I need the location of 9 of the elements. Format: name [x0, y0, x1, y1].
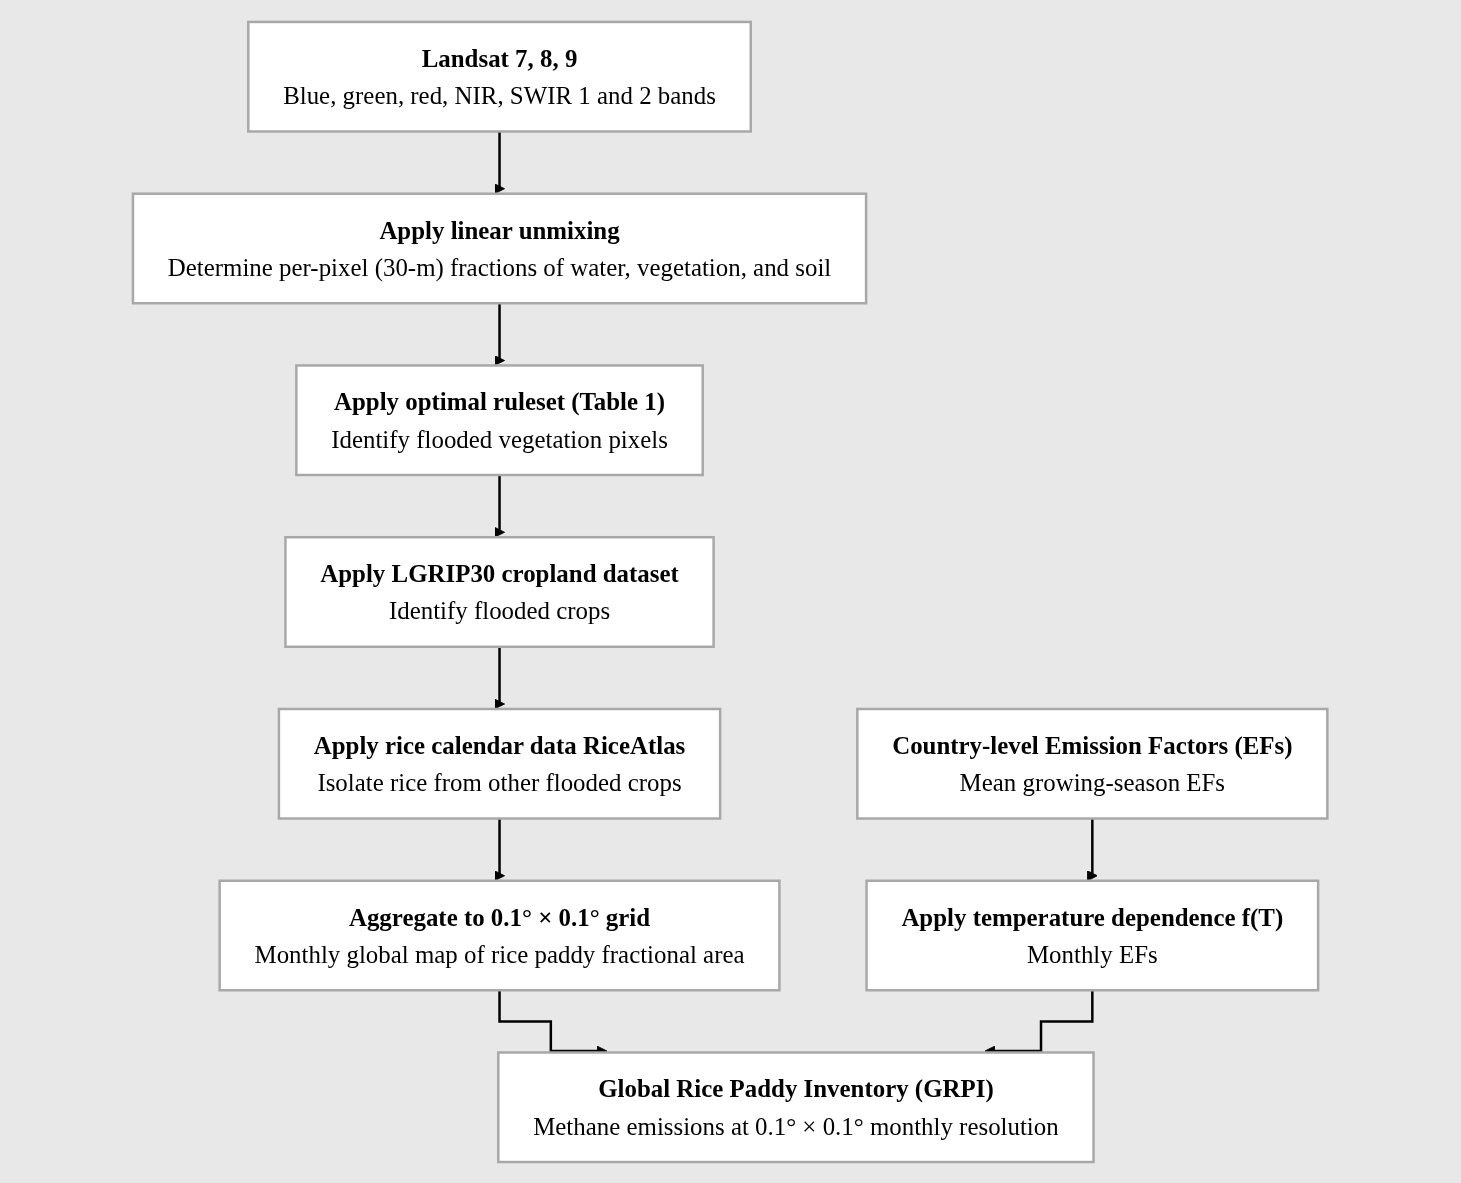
node-box: Apply temperature dependence f(T) Monthly EFs [865, 879, 1320, 991]
node-box: Aggregate to 0.1° × 0.1° grid Monthly global map of rice paddy fractional area [218, 879, 781, 991]
node-box: Global Rice Paddy Inventory (GRPI) Methane emissions at 0.1° × 0.1° monthly resolution [497, 1050, 1096, 1163]
node-box: Apply linear unmixing Determine per-pixel (30-m) fractions of water, vegetation, and soil [132, 191, 868, 304]
node-box: Apply rice calendar data RiceAtlas Isolate rice from other flooded crops [278, 707, 722, 820]
node-box: Apply optimal ruleset (Table 1) Identify flooded vegetation pixels [295, 363, 705, 476]
node-box: Landsat 7, 8, 9 Blue, green, red, NIR, SWIR 1 and 2 bands [247, 20, 753, 133]
node-box: Country-level Emission Factors (EFs) Mean growing-season EFs [856, 707, 1329, 820]
node-box: Apply LGRIP30 cropland dataset Identify flooded crops [284, 535, 716, 648]
